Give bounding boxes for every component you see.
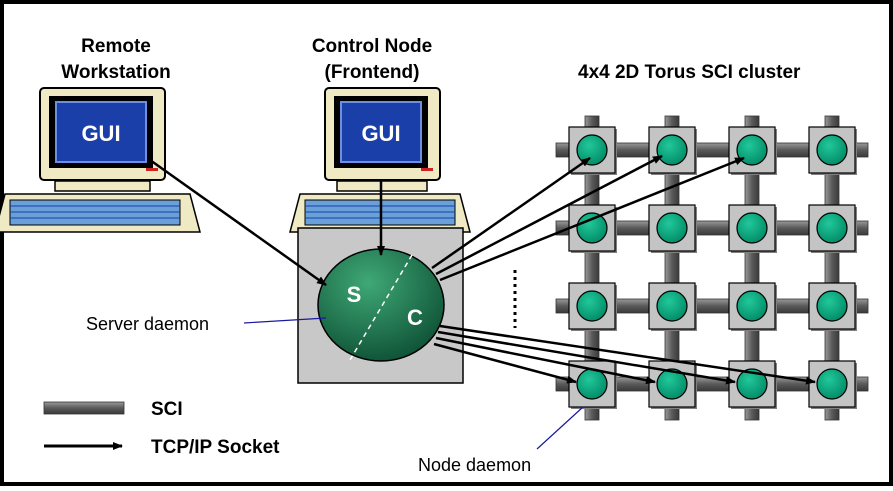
node-daemon-circle xyxy=(816,134,848,166)
legend: SCI TCP/IP Socket xyxy=(43,399,280,458)
node-daemon-label: Node daemon xyxy=(418,455,531,475)
tcp-connections xyxy=(149,154,816,385)
node-daemon-circle xyxy=(816,368,848,400)
remote-gui-label: GUI xyxy=(81,121,120,146)
cluster-node xyxy=(808,282,857,331)
cluster-node xyxy=(568,360,617,409)
remote-to-server-arrow xyxy=(149,158,327,287)
server-daemon-label: Server daemon xyxy=(86,314,209,334)
legend-tcp-label: TCP/IP Socket xyxy=(151,437,280,458)
node-daemon-circle xyxy=(576,368,608,400)
node-daemon-circle xyxy=(576,290,608,322)
node-daemon-circle xyxy=(736,290,768,322)
server-daemon-ellipse xyxy=(317,248,445,362)
server-c-label: C xyxy=(407,305,423,330)
cluster-node xyxy=(648,282,697,331)
remote-workstation-title-line2: Workstation xyxy=(61,62,170,83)
cluster-node xyxy=(808,360,857,409)
server-to-node-arrow xyxy=(431,156,591,270)
node-daemon-circle xyxy=(656,290,688,322)
cluster-node xyxy=(648,204,697,253)
node-daemon-circle xyxy=(736,212,768,244)
server-to-node-arrow xyxy=(439,156,745,282)
node-daemon-circle xyxy=(816,212,848,244)
server-to-node-arrow xyxy=(437,330,736,385)
server-s-label: S xyxy=(347,282,362,307)
node-daemon-circle xyxy=(576,212,608,244)
remote-workstation-title-line1: Remote xyxy=(81,36,151,57)
legend-sci-label: SCI xyxy=(151,399,183,420)
control-gui-label: GUI xyxy=(361,121,400,146)
server-to-node-arrow xyxy=(433,342,577,384)
node-daemon-circle xyxy=(576,134,608,166)
cluster-node xyxy=(648,360,697,409)
node-daemon-circle xyxy=(736,134,768,166)
control-node-title-line2: (Frontend) xyxy=(325,62,420,83)
cluster-node xyxy=(728,360,777,409)
legend-sci-swatch xyxy=(43,401,125,415)
node-daemon-circle xyxy=(656,212,688,244)
cluster-title: 4x4 2D Torus SCI cluster xyxy=(578,62,801,83)
cluster-node xyxy=(568,282,617,331)
node-daemon-circle xyxy=(656,134,688,166)
server-to-node-arrow xyxy=(435,154,663,276)
cluster-node xyxy=(808,204,857,253)
server-to-node-arrow xyxy=(435,336,656,385)
node-daemon-circle xyxy=(656,368,688,400)
cluster-node xyxy=(808,126,857,175)
server-daemon-callout-line xyxy=(243,317,327,324)
server-to-node-arrow xyxy=(439,324,816,385)
cluster-node xyxy=(728,126,777,175)
remote-workstation-computer-icon: GUI xyxy=(0,87,201,233)
cluster-node xyxy=(728,282,777,331)
cluster-node xyxy=(568,126,617,175)
cluster-node xyxy=(648,126,697,175)
cluster-node xyxy=(728,204,777,253)
node-daemon-callout-line xyxy=(536,406,584,450)
sci-torus-cluster xyxy=(555,115,869,421)
control-node-computer-icon: GUI xyxy=(289,87,471,233)
server-daemon-divider xyxy=(349,254,413,361)
control-node-title-line1: Control Node xyxy=(312,36,432,57)
node-daemon-circle xyxy=(736,368,768,400)
node-daemon-circle xyxy=(816,290,848,322)
